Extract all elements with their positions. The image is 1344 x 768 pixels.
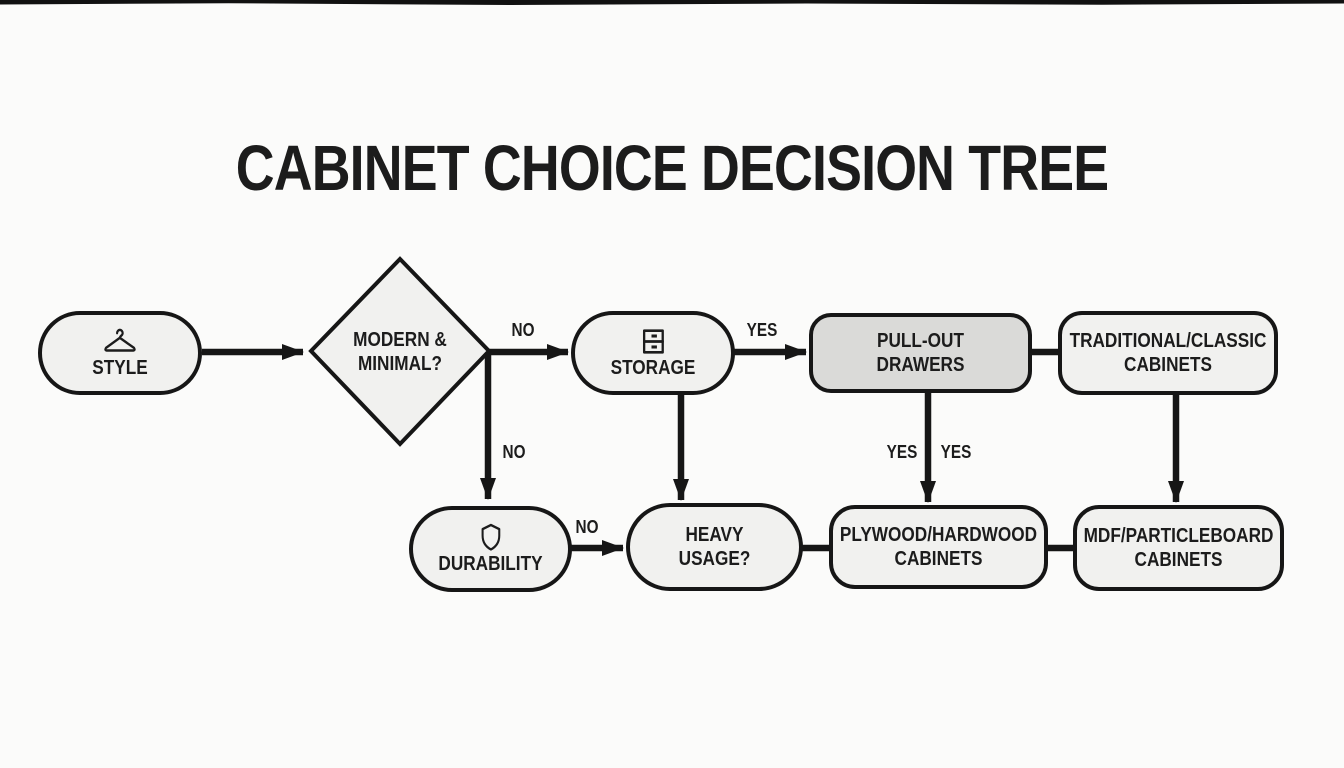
node-mdf-particleboard-label: MDF/PARTICLEBOARD CABINETS bbox=[1084, 507, 1274, 589]
page-title: CABINET CHOICE DECISION TREE bbox=[235, 131, 1109, 204]
node-durability-text: DURABILITY bbox=[438, 553, 543, 575]
node-modern-minimal-line1: MODERN & bbox=[353, 329, 447, 351]
node-modern-minimal-line2: MINIMAL? bbox=[357, 353, 443, 375]
node-traditional-classic-shape bbox=[1058, 311, 1278, 395]
hanger-icon bbox=[104, 328, 136, 352]
node-style-label: STYLE bbox=[51, 313, 189, 393]
node-plywood-hardwood-shape bbox=[829, 505, 1048, 589]
node-heavy-usage-shape bbox=[626, 503, 803, 591]
node-style-text: STYLE bbox=[92, 356, 148, 379]
edge-label-pullout-to-plywood-right: YES bbox=[940, 442, 972, 462]
top-edge-band bbox=[0, 0, 1344, 5]
node-heavy-usage-line1: HEAVY bbox=[685, 524, 744, 546]
node-plywood-hardwood-label: PLYWOOD/HARDWOOD CABINETS bbox=[840, 507, 1037, 587]
node-style-shape bbox=[38, 311, 202, 395]
node-heavy-usage-line2: USAGE? bbox=[678, 548, 751, 570]
edge-label-storage-to-pullout: YES bbox=[746, 320, 778, 340]
edge-label-durability-to-heavy: NO bbox=[575, 517, 599, 537]
node-modern-minimal-label: MODERN & MINIMAL? bbox=[323, 328, 476, 376]
node-mdf-line2: CABINETS bbox=[1134, 549, 1223, 571]
shield-icon bbox=[481, 523, 500, 551]
node-modern-minimal-shape bbox=[308, 256, 492, 447]
drawers-icon bbox=[642, 328, 664, 354]
node-pull-out-drawers-shape bbox=[809, 313, 1032, 393]
node-mdf-particleboard-shape bbox=[1073, 505, 1284, 591]
node-durability-label: DURABILITY bbox=[422, 508, 559, 590]
node-plywood-line2: CABINETS bbox=[894, 548, 983, 570]
node-traditional-classic-label: TRADITIONAL/CLASSIC CABINETS bbox=[1070, 313, 1267, 393]
edge-label-pullout-to-plywood-left: YES bbox=[886, 442, 918, 462]
edge-label-modern-to-storage: NO bbox=[511, 320, 535, 340]
node-heavy-usage-label: HEAVY USAGE? bbox=[640, 505, 789, 589]
node-traditional-line2: CABINETS bbox=[1124, 354, 1212, 376]
edge-label-modern-to-durability: NO bbox=[502, 442, 526, 462]
node-pull-out-line1: PULL-OUT bbox=[877, 330, 964, 352]
node-plywood-line1: PLYWOOD/HARDWOOD bbox=[839, 524, 1038, 546]
node-storage-label: STORAGE bbox=[584, 313, 722, 393]
node-pull-out-drawers-label: PULL-OUT DRAWERS bbox=[826, 315, 1014, 391]
node-traditional-line1: TRADITIONAL/CLASSIC bbox=[1069, 330, 1267, 352]
node-storage-text: STORAGE bbox=[610, 356, 696, 379]
node-mdf-line1: MDF/PARTICLEBOARD bbox=[1083, 525, 1274, 547]
node-pull-out-line2: DRAWERS bbox=[876, 354, 965, 376]
